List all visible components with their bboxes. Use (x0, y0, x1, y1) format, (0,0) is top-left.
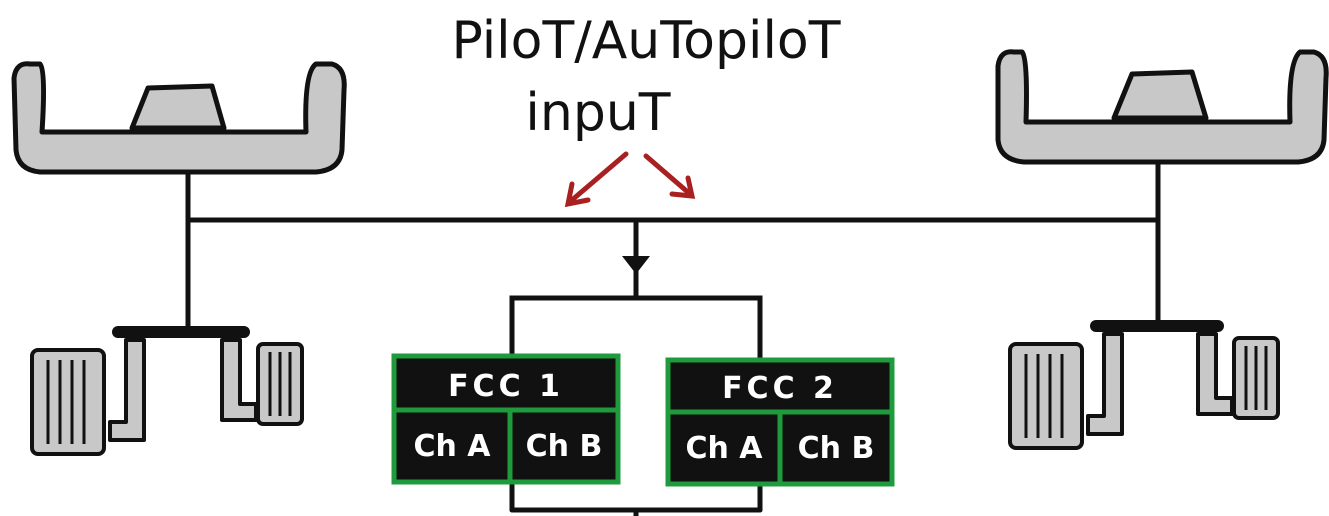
yoke-icon (11, 61, 347, 175)
down-arrow-icon (622, 256, 650, 274)
rudder-pedals-icon (1008, 320, 1280, 450)
pedal-right-arm-right (1196, 332, 1234, 416)
fcc-2-channel-b: Ch B (798, 431, 875, 466)
fcc-1-frame (391, 353, 621, 485)
fcc-1-channel-b: Ch B (526, 429, 603, 464)
yoke-right-hub (1111, 69, 1209, 121)
fcc-2-channel-a: Ch A (685, 431, 763, 466)
yoke-right-body (995, 49, 1329, 165)
input-arrow-left (569, 151, 629, 203)
fcc-2-box: FCC 2 Ch A Ch B (665, 357, 895, 487)
rudder-pedals-icon (30, 326, 304, 456)
fcc-1-title: FCC 1 (448, 369, 564, 404)
pedal-right-plate-left-ribs (1024, 354, 1064, 438)
input-label-line2: inpuT (525, 83, 670, 143)
input-arrow-left-head (564, 181, 591, 208)
yoke-left-body (11, 61, 347, 175)
fcc-1-box: FCC 1 Ch A Ch B (391, 353, 621, 485)
pedal-left-plate-left-ribs (46, 360, 86, 444)
fcc-2-title: FCC 2 (722, 371, 838, 406)
pedal-right-arm-left (1086, 332, 1124, 436)
input-arrows (564, 151, 696, 208)
pedal-left-arm-left (108, 338, 146, 442)
fcc-1-channel-a: Ch A (413, 429, 491, 464)
pedal-left-plate-left (30, 348, 106, 456)
input-arrow-right (643, 153, 693, 197)
input-arrow-right-head (669, 175, 696, 199)
pedal-right-plate-left (1008, 342, 1084, 450)
pedal-right-plate-right-ribs (1244, 346, 1268, 410)
yoke-icon (995, 49, 1329, 165)
pedal-left-plate-right-ribs (268, 352, 292, 416)
pedal-left-arm-right (220, 338, 258, 422)
yoke-left-hub (129, 83, 227, 131)
fcc-loop (509, 295, 763, 368)
input-label-line1: PiloT/AuTopiloT (452, 11, 841, 71)
